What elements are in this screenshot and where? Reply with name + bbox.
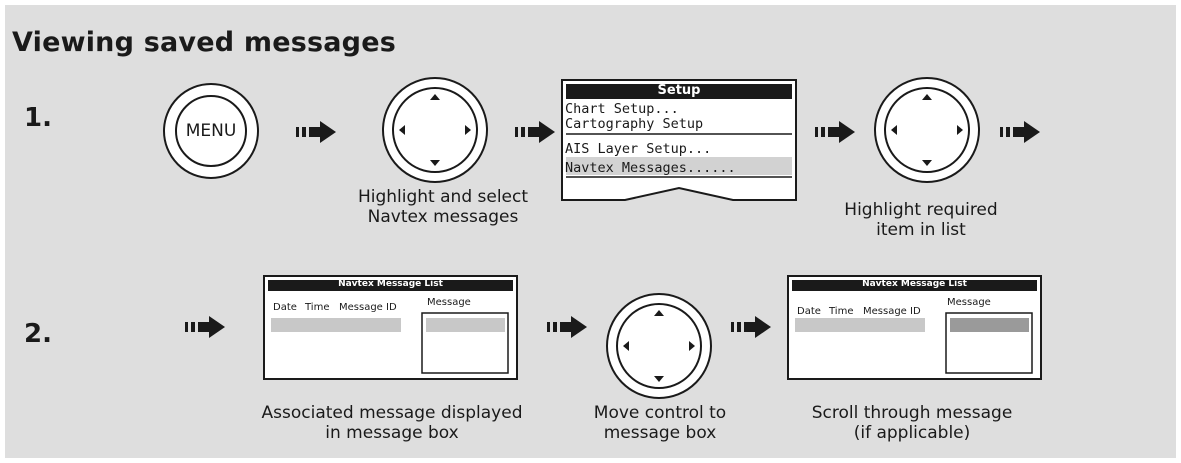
caption-associated-message: Associated message displayed in message …	[261, 403, 523, 443]
column-date: Date	[797, 306, 821, 317]
setup-menu-screen	[561, 79, 797, 201]
screen-title: Navtex Message List	[862, 279, 967, 289]
setup-menu-item: AIS Layer Setup...	[565, 141, 712, 157]
rotary-controller-icon	[382, 77, 488, 183]
menu-button-label: MENU	[185, 121, 237, 141]
rotary-controller-icon	[874, 77, 980, 183]
caption-highlight-item: Highlight required item in list	[844, 200, 998, 240]
arrow-right-icon	[547, 316, 587, 338]
rotary-controller-icon	[606, 293, 712, 399]
arrow-right-icon	[815, 121, 855, 143]
setup-menu-item-highlighted: Navtex Messages......	[565, 160, 736, 176]
navtex-message-list-screen	[787, 275, 1042, 380]
menu-button-icon	[163, 83, 259, 179]
message-label: Message	[427, 297, 471, 308]
step-2-label: 2.	[24, 319, 52, 349]
column-message-id: Message ID	[339, 302, 397, 313]
column-time: Time	[305, 302, 330, 313]
arrow-right-icon	[1000, 121, 1040, 143]
diagram-panel	[5, 5, 1176, 458]
caption-select-navtex: Highlight and select Navtex messages	[357, 187, 529, 227]
arrow-right-icon	[731, 316, 771, 338]
column-date: Date	[273, 302, 297, 313]
arrow-right-icon	[515, 121, 555, 143]
arrow-right-icon	[185, 316, 225, 338]
caption-scroll-message: Scroll through message (if applicable)	[811, 403, 1013, 443]
setup-menu-item: Cartography Setup	[565, 116, 704, 132]
step-1-label: 1.	[24, 103, 52, 133]
caption-move-control: Move control to message box	[593, 403, 727, 443]
column-time: Time	[829, 306, 854, 317]
message-label: Message	[947, 297, 991, 308]
column-message-id: Message ID	[863, 306, 921, 317]
arrow-right-icon	[296, 121, 336, 143]
setup-menu-item: Chart Setup...	[565, 101, 679, 117]
setup-menu-header: Setup	[657, 83, 701, 98]
diagram-title: Viewing saved messages	[12, 27, 396, 58]
navtex-message-list-screen	[263, 275, 518, 380]
screen-title: Navtex Message List	[338, 279, 443, 289]
